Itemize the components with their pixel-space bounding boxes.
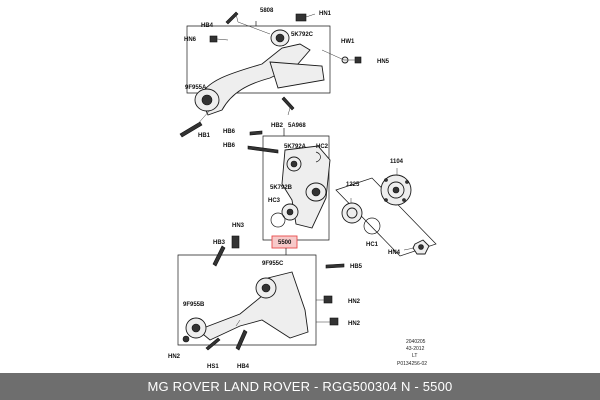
label-hb2: HB2 — [271, 123, 284, 129]
label-hn5: HN5 — [377, 59, 390, 65]
bolt-hb2 — [281, 96, 295, 111]
circlip-hc3 — [270, 212, 286, 228]
label-hn2-a: HN2 — [168, 354, 181, 360]
upper-arm-group — [179, 11, 362, 138]
nut-hn1 — [295, 13, 307, 22]
label-hb1: HB1 — [198, 133, 211, 139]
circlip-hc1 — [363, 217, 381, 235]
label-hb6-b: HB6 — [223, 143, 236, 149]
bolt-hb3 — [212, 245, 226, 267]
label-1104: 1104 — [390, 159, 404, 165]
bolt-hs1 — [205, 337, 221, 351]
label-hb3: HB3 — [213, 240, 226, 246]
hub-group — [335, 168, 437, 257]
label-hn2-b: HN2 — [348, 299, 361, 305]
nut-hn2-c — [329, 317, 339, 326]
knuckle-group — [247, 128, 331, 241]
upper-arm-bracket — [269, 61, 325, 89]
bolt-hb4-top — [225, 11, 239, 25]
label-5500: 5500 — [278, 240, 292, 246]
label-5k792b: 5K792B — [270, 185, 293, 191]
bolt-hb6-a — [249, 130, 263, 136]
label-1225: 1225 — [346, 182, 360, 188]
label-hb4-bot: HB4 — [237, 364, 250, 370]
label-5a968: 5A968 — [288, 123, 306, 129]
ref-side: LT — [412, 353, 417, 359]
lower-arm-group — [177, 235, 345, 351]
label-5k792a: 5K792A — [284, 144, 307, 150]
label-hn1: HN1 — [319, 11, 332, 17]
bolt-hb4-bot — [235, 329, 248, 351]
parts-diagram: 5808 HN1 HB4 HN6 5K792C HW1 HN5 9F955A H… — [168, 8, 437, 370]
label-hb5: HB5 — [350, 264, 363, 270]
nut-hn3 — [231, 235, 240, 249]
label-hw1: HW1 — [341, 39, 355, 45]
label-hc1: HC1 — [366, 242, 379, 248]
part-highlight-5500 — [271, 235, 298, 249]
label-5k792c-top: 5K792C — [291, 32, 314, 38]
bolt-hb6-b — [247, 145, 279, 154]
ref-code: 2040205 — [406, 339, 426, 345]
label-9f955a: 9F955A — [185, 85, 207, 91]
upper-control-arm — [199, 43, 311, 116]
label-hc3: HC3 — [268, 198, 281, 204]
label-9f955b: 9F955B — [183, 302, 205, 308]
label-hn2-c: HN2 — [348, 321, 361, 327]
label-hb6-a: HB6 — [223, 129, 236, 135]
ref-date: 43-2012 — [406, 346, 425, 352]
nut-hn2-b — [323, 295, 333, 304]
label-hn6: HN6 — [184, 37, 197, 43]
clip-hc2 — [315, 151, 321, 163]
bolt-hb5 — [325, 263, 345, 269]
label-5808: 5808 — [260, 8, 274, 14]
footer-caption: MG ROVER LAND ROVER - RGG500304 N - 5500 — [0, 373, 600, 400]
lower-control-arm — [197, 271, 309, 341]
ref-pnum: P0134256-02 — [397, 361, 427, 367]
nut-hn2-a — [182, 335, 190, 343]
label-hs1: HS1 — [207, 364, 219, 370]
label-9f955c: 9F955C — [262, 261, 284, 267]
label-hn3: HN3 — [232, 223, 245, 229]
label-hb4-top: HB4 — [201, 23, 214, 29]
label-hn4: HN4 — [388, 250, 401, 256]
label-hc2: HC2 — [316, 144, 329, 150]
nut-hn6 — [209, 35, 218, 43]
